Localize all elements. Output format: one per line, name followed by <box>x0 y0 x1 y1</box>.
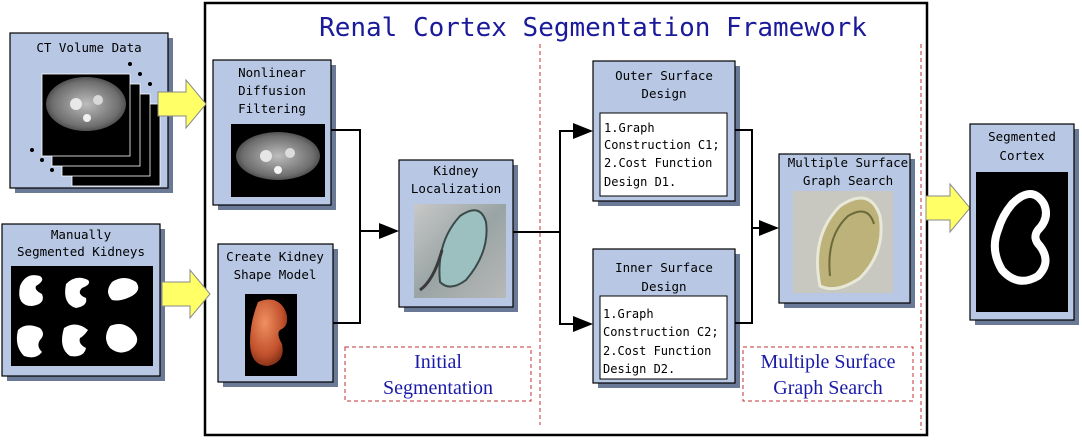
cortex-label-line2: Cortex <box>999 148 1045 163</box>
shape-model-panel: Create Kidney Shape Model <box>217 243 338 387</box>
cortex-label-line1: Segmented <box>988 129 1056 144</box>
inner-item-3: 2.Cost Function <box>603 344 711 358</box>
inner-title-line1: Inner Surface <box>615 260 713 275</box>
initial-label-line2: Segmentation <box>383 377 493 399</box>
nonlinear-diffusion-panel: Nonlinear Diffusion Filtering <box>212 59 336 210</box>
manual-kidneys-label-line2: Segmented Kidneys <box>17 244 145 259</box>
kidney-localization-panel: Kidney Localization <box>398 159 518 312</box>
multiple-label-line2: Graph Search <box>773 377 882 399</box>
ct-volume-panel: CT Volume Data <box>9 32 173 193</box>
inner-item-4: Design D2. <box>603 362 675 376</box>
nonlinear-label-line2: Diffusion <box>238 83 306 98</box>
msgs-panel: Multiple Surface Graph Search <box>778 153 915 308</box>
connectors <box>331 123 779 332</box>
framework-title: Renal Cortex Segmentation Framework <box>319 13 867 43</box>
outer-item-4: Design D1. <box>604 175 676 189</box>
msgs-label-line2: Graph Search <box>803 173 893 188</box>
manual-kidneys-label-line1: Manually <box>51 227 112 242</box>
inner-surface-panel: Inner Surface Design 1.Graph Constructio… <box>592 248 740 388</box>
outer-title-line2: Design <box>641 86 686 101</box>
outer-item-2: Construction C1; <box>604 138 720 152</box>
output-arrow <box>925 182 971 234</box>
localization-label-line2: Localization <box>411 181 501 196</box>
outer-item-3: 2.Cost Function <box>604 156 712 170</box>
nonlinear-label-line3: Filtering <box>238 101 306 116</box>
outer-surface-panel: Outer Surface Design 1.Graph Constructio… <box>592 60 740 206</box>
inner-title-line2: Design <box>641 279 686 294</box>
nonlinear-label-line1: Nonlinear <box>238 65 306 80</box>
manual-kidneys-panel: Manually Segmented Kidneys <box>1 223 165 381</box>
multiple-label-line1: Multiple Surface <box>761 351 896 373</box>
shape-model-label-line1: Create Kidney <box>226 249 324 264</box>
inner-item-2: Construction C2; <box>603 325 719 339</box>
msgs-label-line1: Multiple Surface <box>788 155 908 170</box>
initial-label-line1: Initial <box>414 351 462 373</box>
ct-volume-label: CT Volume Data <box>36 40 141 55</box>
shape-model-label-line2: Shape Model <box>234 267 317 282</box>
initial-segmentation-label: Initial Segmentation <box>344 346 532 402</box>
ct-input-arrow <box>157 78 207 130</box>
inner-item-1: 1.Graph <box>603 307 654 321</box>
outer-title-line1: Outer Surface <box>615 68 713 83</box>
localization-label-line1: Kidney <box>433 163 479 178</box>
manual-input-arrow <box>161 268 211 320</box>
segmented-cortex-panel: Segmented Cortex <box>969 123 1079 325</box>
outer-item-1: 1.Graph <box>604 121 655 135</box>
multiple-surface-label: Multiple Surface Graph Search <box>742 346 914 402</box>
